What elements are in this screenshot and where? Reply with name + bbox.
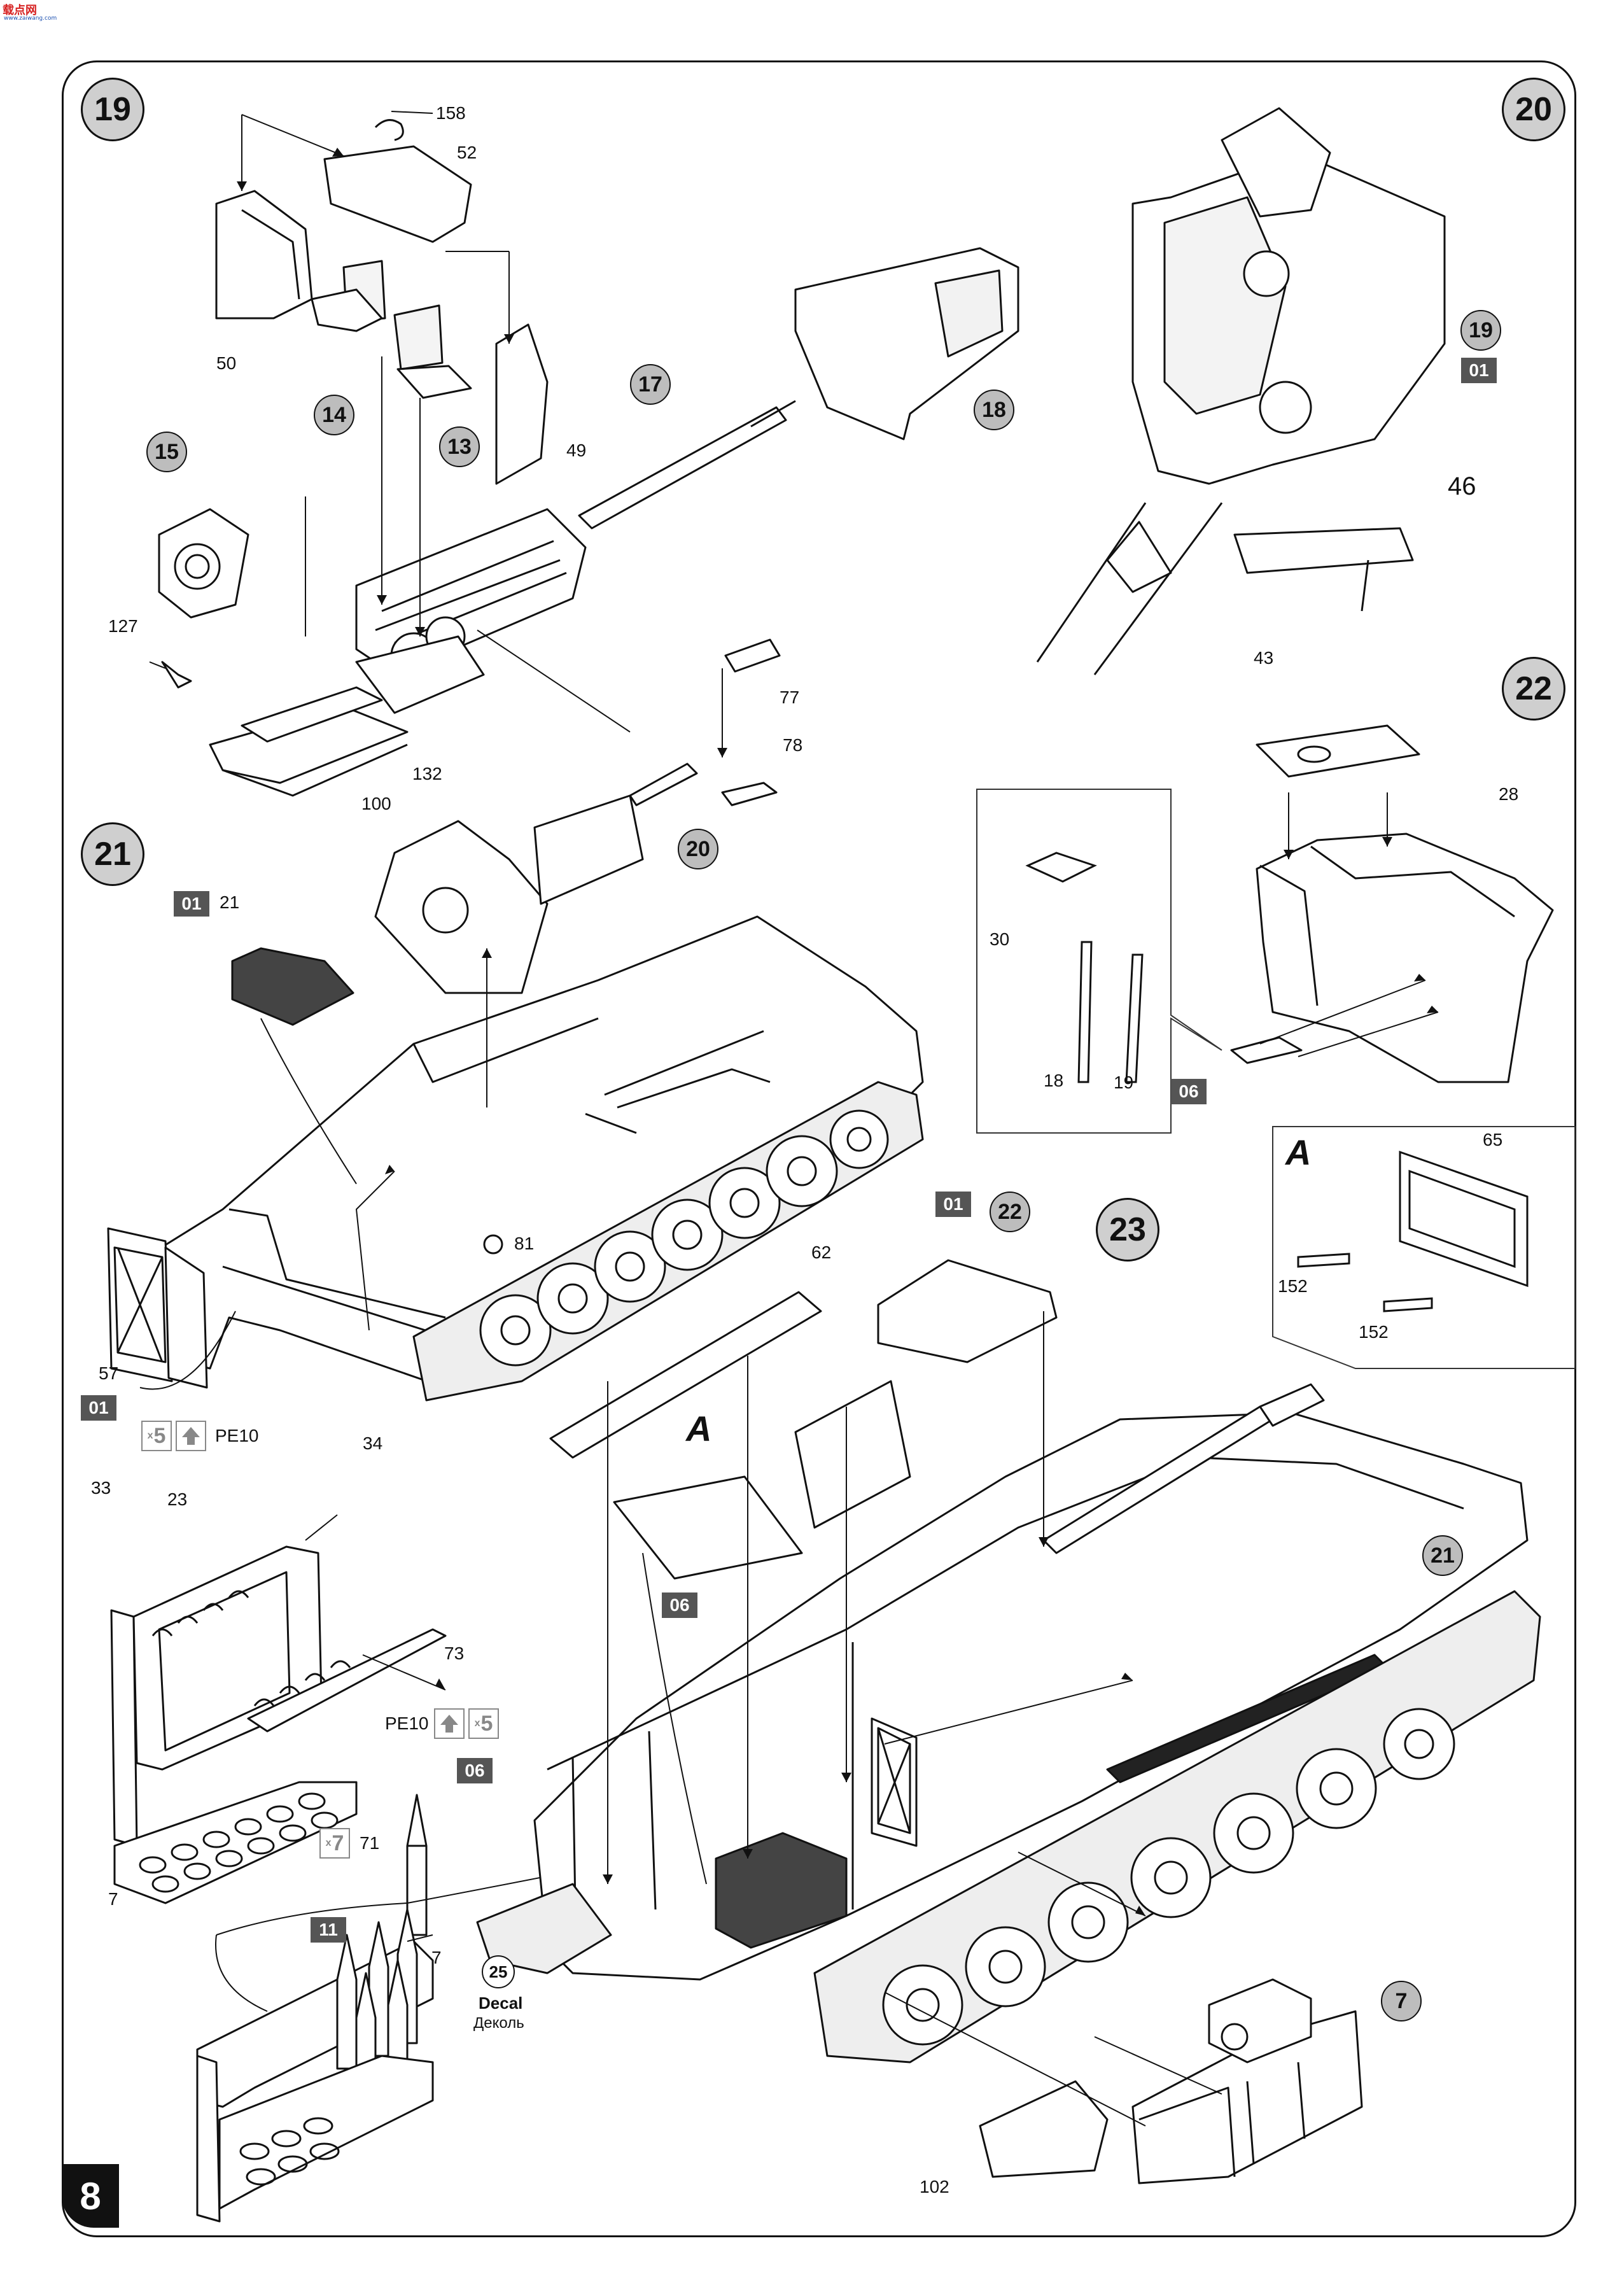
- photoetch-label-pe10-lower: PE10: [385, 1713, 429, 1733]
- step19-gun-assembly: [158, 119, 1019, 806]
- ref-18: 18: [974, 390, 1014, 430]
- part-label-102: 102: [920, 2177, 949, 2197]
- sprue-tag-01-step20: 01: [1461, 358, 1497, 383]
- step-22-marker: 22: [1502, 657, 1565, 721]
- part-label-77: 77: [780, 687, 800, 707]
- part-label-50: 50: [216, 353, 237, 373]
- ref-15: 15: [146, 432, 187, 472]
- part-label-81: 81: [514, 1234, 535, 1253]
- site-watermark-logo: 载点网 www.zaiwang.com: [0, 0, 57, 25]
- ref-21: 21: [1422, 1535, 1463, 1576]
- part-label-78: 78: [783, 735, 803, 755]
- photoetch-label-pe10-upper: PE10: [215, 1426, 259, 1445]
- part-label-65: 65: [1483, 1130, 1503, 1150]
- part-label-152-upper: 152: [1278, 1276, 1308, 1296]
- part-label-73: 73: [444, 1643, 465, 1663]
- part-label-28: 28: [1499, 784, 1519, 804]
- part-label-18: 18: [1044, 1071, 1064, 1090]
- part-label-34: 34: [363, 1433, 383, 1453]
- part-label-21: 21: [220, 892, 240, 912]
- logo-subtext: www.zaiwang.com: [4, 15, 57, 22]
- step22-shield: [1230, 724, 1554, 1083]
- page-number: 8: [62, 2164, 119, 2228]
- part-label-43: 43: [1254, 648, 1274, 668]
- step-21-marker: 21: [81, 822, 144, 886]
- part-label-152-lower: 152: [1359, 1322, 1389, 1342]
- ref-13: 13: [439, 426, 480, 467]
- sprue-tag-01-step21-rear: 01: [81, 1395, 116, 1421]
- part-label-46: 46: [1448, 472, 1476, 500]
- part-label-62: 62: [811, 1242, 832, 1262]
- sprue-tag-06-step23: 06: [662, 1592, 697, 1618]
- ref-20: 20: [678, 829, 718, 869]
- step21-hull: [107, 763, 924, 1402]
- part-label-127: 127: [108, 616, 138, 636]
- part-label-52: 52: [457, 143, 477, 162]
- decal-sublabel: Деколь: [473, 2014, 524, 2032]
- step-20-marker: 20: [1502, 78, 1565, 141]
- part-label-57: 57: [99, 1363, 119, 1383]
- ref-7: 7: [1381, 1981, 1422, 2021]
- photoetch-bend-up-icon: [176, 1421, 206, 1451]
- logo-text: 载点网: [3, 4, 37, 17]
- part-label-23: 23: [167, 1489, 188, 1509]
- step23-main-vehicle: [476, 1259, 1541, 2184]
- part-label-100: 100: [361, 794, 391, 813]
- part-label-158: 158: [436, 103, 466, 123]
- part-label-30: 30: [990, 929, 1010, 949]
- sprue-tag-11-rack: 11: [311, 1917, 346, 1943]
- ref-14: 14: [314, 395, 354, 435]
- ref-17: 17: [630, 364, 671, 405]
- ref-25-decal: 25: [482, 1955, 515, 1988]
- part-label-19: 19: [1114, 1072, 1134, 1092]
- step20-mount: [1036, 107, 1446, 675]
- photoetch-bend-up-icon-lower: [434, 1708, 465, 1739]
- part-label-33: 33: [91, 1478, 111, 1498]
- step-19-marker: 19: [81, 78, 144, 141]
- step23-ammo-racks: [110, 1545, 447, 2223]
- sprue-tag-06-shell: 06: [457, 1758, 493, 1783]
- sprue-tag-01-step21: 01: [174, 891, 209, 917]
- decal-label: Decal: [479, 1993, 523, 2013]
- part-label-7-shells: 7: [431, 1948, 442, 1967]
- sprue-tag-01-step23: 01: [935, 1192, 971, 1217]
- ref-22: 22: [990, 1192, 1030, 1232]
- callout-a-step23: A: [686, 1409, 712, 1449]
- part-label-49: 49: [566, 440, 587, 460]
- callout-a-inset: A: [1285, 1132, 1312, 1172]
- part-label-132: 132: [412, 764, 442, 784]
- part-label-71: 71: [360, 1833, 380, 1853]
- ref-19: 19: [1460, 310, 1501, 351]
- step-23-marker: 23: [1096, 1198, 1159, 1262]
- part-label-7-rack: 7: [108, 1889, 118, 1909]
- sprue-tag-06-step22: 06: [1171, 1079, 1207, 1104]
